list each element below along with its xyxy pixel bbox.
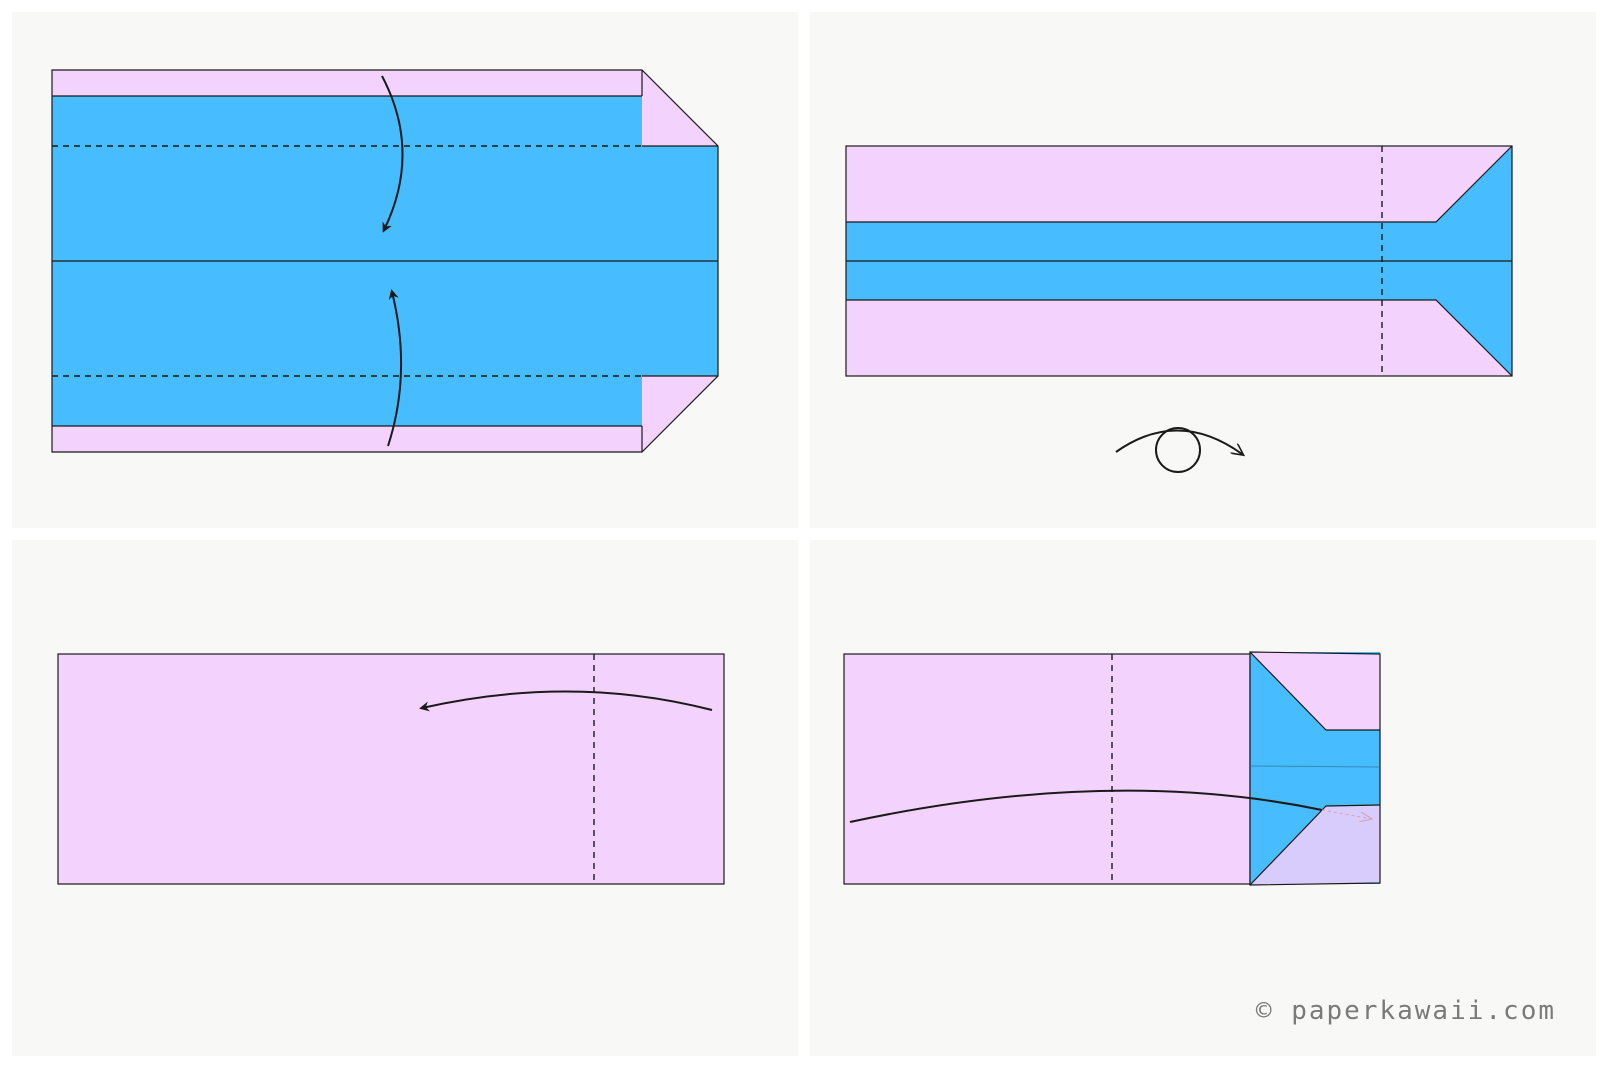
step-3-diagram	[57, 653, 725, 885]
top-pink-strip	[52, 70, 642, 96]
flap-center-crease	[1249, 765, 1381, 768]
bottom-pink-panel	[846, 300, 1512, 376]
credit-text: © paperkawaii.com	[1255, 996, 1556, 1026]
fold-up-arrow-icon	[387, 289, 403, 447]
arrow-tip-hidden	[1321, 809, 1372, 819]
flap-bottom-shade	[1250, 805, 1380, 885]
flap-outline	[1249, 651, 1381, 886]
folded-paper	[57, 653, 725, 885]
bottom-pink-strip	[52, 426, 642, 452]
top-pink-panel	[846, 146, 1512, 222]
step-2-diagram	[845, 145, 1513, 473]
turn-over-icon	[1115, 427, 1242, 473]
curved-arrow-right-icon	[849, 789, 1323, 823]
step-3-panel	[12, 540, 798, 1056]
curved-arrow-left-icon	[419, 690, 713, 712]
step-1-diagram	[51, 69, 719, 453]
step-2-panel	[810, 12, 1596, 528]
step-4-diagram	[843, 651, 1381, 886]
flap-bottom-edge	[1249, 804, 1381, 886]
step-4-panel: © paperkawaii.com	[810, 540, 1596, 1056]
flap-top-pink	[1250, 652, 1380, 730]
bottom-layer-edge	[846, 299, 1513, 377]
top-layer-edge	[846, 145, 1513, 223]
step-1-panel	[12, 12, 798, 528]
fold-down-arrow-icon	[381, 75, 404, 233]
main-paper	[843, 653, 1251, 885]
flap-top-edge	[1249, 651, 1380, 731]
